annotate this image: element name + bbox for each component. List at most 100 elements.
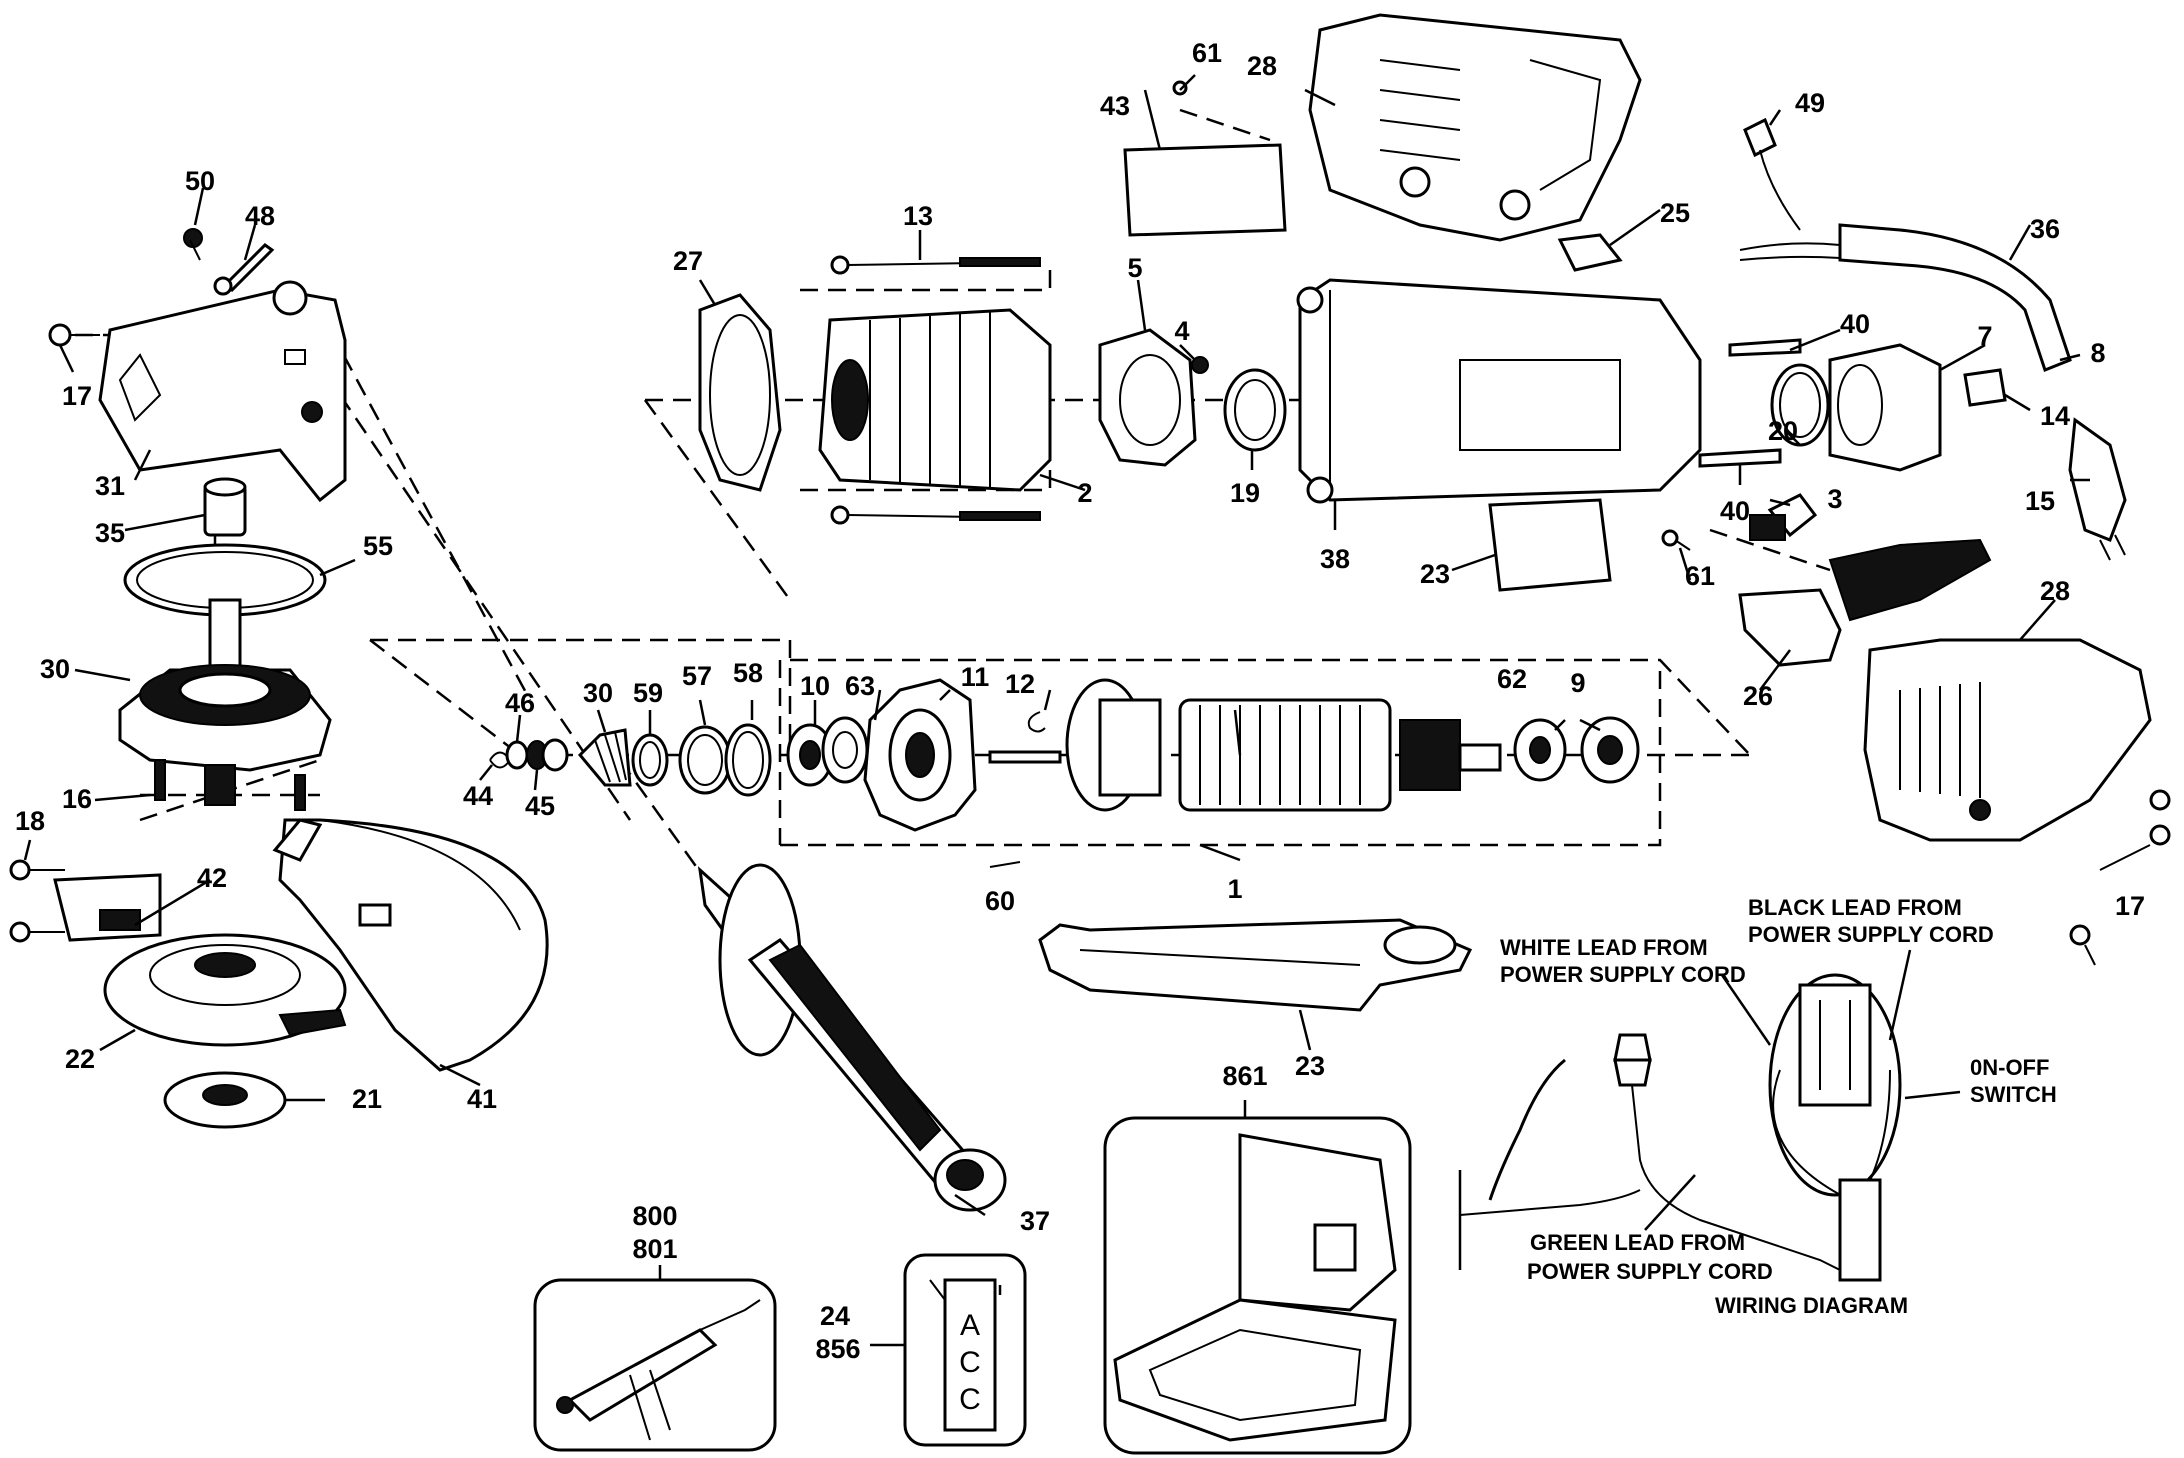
- screw-50: [183, 228, 203, 261]
- tag-letter-c1: C: [959, 1346, 981, 1379]
- handle-half-28-top: [1308, 13, 1642, 242]
- label-856: 856: [815, 1334, 860, 1364]
- label-63: 63: [845, 671, 875, 701]
- kit-box-861: [1103, 1116, 1412, 1455]
- washer-59: [631, 733, 669, 787]
- label-57: 57: [682, 661, 712, 691]
- label-23-wrench: 23: [1295, 1051, 1325, 1081]
- bearing-57: [678, 725, 732, 795]
- label-5: 5: [1127, 253, 1142, 283]
- green-lead-line2: POWER SUPPLY CORD: [1527, 1259, 1773, 1284]
- screw-16: [154, 759, 306, 811]
- label-15: 15: [2025, 486, 2055, 516]
- tag-letter-c2: C: [959, 1383, 981, 1416]
- label-40-top: 40: [1840, 309, 1870, 339]
- label-61-top: 61: [1192, 38, 1222, 68]
- clamp-42: [53, 873, 162, 942]
- tag-letter-a: A: [960, 1309, 980, 1342]
- label-50: 50: [185, 166, 215, 196]
- spindle-gear-30: [118, 598, 332, 806]
- pinion-30: [577, 728, 632, 787]
- retaining-ring-12: [1027, 711, 1046, 733]
- label-61-right: 61: [1685, 561, 1715, 591]
- label-20: 20: [1768, 416, 1798, 446]
- label-12: 12: [1005, 669, 1035, 699]
- label-43: 43: [1100, 91, 1130, 121]
- field-2: [818, 308, 1052, 492]
- bearing-19: [1223, 368, 1287, 452]
- label-31: 31: [95, 471, 125, 501]
- label-42: 42: [197, 863, 227, 893]
- label-17-left: 17: [62, 381, 92, 411]
- bearing-9: [1580, 716, 1640, 784]
- label-10: 10: [800, 671, 830, 701]
- label-49: 49: [1795, 88, 1825, 118]
- acc-tag-text: A C C: [959, 1309, 981, 1416]
- brush-3: [1749, 493, 1818, 541]
- brush-holder-5: [1098, 328, 1197, 467]
- label-35: 35: [95, 518, 125, 548]
- armature-1: [988, 678, 1502, 812]
- label-861: 861: [1222, 1061, 1267, 1091]
- label-3: 3: [1827, 484, 1842, 514]
- label-26: 26: [1743, 681, 1773, 711]
- gasket-55: [123, 543, 327, 617]
- lead-wires-40: [1698, 338, 1802, 468]
- label-30-left: 30: [40, 654, 70, 684]
- screws-17-right: [2069, 789, 2171, 966]
- screw-61-right: [1661, 529, 1691, 551]
- leader-lines: [23, 74, 2090, 1347]
- brush-holder-assembly-7: [1828, 343, 1942, 472]
- nameplate-43: [1123, 80, 1287, 237]
- label-55: 55: [363, 531, 393, 561]
- bearing-35: [203, 477, 247, 537]
- grease-gun-box: [533, 1278, 777, 1452]
- switch-line1: 0N-OFF: [1970, 1055, 2049, 1080]
- label-19: 19: [1230, 478, 1260, 508]
- baffle-27: [698, 293, 782, 492]
- green-lead-line1: GREEN LEAD FROM: [1530, 1230, 1745, 1255]
- label-1: 1: [1227, 874, 1242, 904]
- wiring-diagram-title: WIRING DIAGRAM: [1715, 1293, 1908, 1318]
- label-23-plate: 23: [1420, 559, 1450, 589]
- handle-half-28-bottom: [1863, 638, 2152, 842]
- motor-housing-38: [1296, 278, 1702, 504]
- bearing-retainer-63: [821, 716, 869, 784]
- label-37: 37: [1020, 1206, 1050, 1236]
- black-lead-line1: BLACK LEAD FROM: [1748, 895, 1962, 920]
- label-46: 46: [505, 688, 535, 718]
- label-4: 4: [1174, 316, 1189, 346]
- wiring-diagram: [1458, 949, 1961, 1282]
- label-62: 62: [1497, 664, 1527, 694]
- label-30-pinion: 30: [583, 678, 613, 708]
- label-48: 48: [245, 201, 275, 231]
- cord-36: [1739, 223, 2072, 372]
- label-18: 18: [15, 806, 45, 836]
- plug-15: [2068, 417, 2127, 561]
- label-21: 21: [352, 1084, 382, 1114]
- label-13: 13: [903, 201, 933, 231]
- clamp-nut-21: [163, 1071, 287, 1129]
- label-40-bottom: 40: [1720, 496, 1750, 526]
- part-labels: 50 48 17 31 35 55 30 16 18 42 22 21 41 4…: [15, 38, 2145, 1364]
- strain-relief-49: [1743, 117, 1801, 231]
- label-24: 24: [820, 1301, 850, 1331]
- switch-lever-26: [1738, 538, 1992, 667]
- label-38: 38: [1320, 544, 1350, 574]
- label-2: 2: [1077, 478, 1092, 508]
- label-22: 22: [65, 1044, 95, 1074]
- wiring-notes: BLACK LEAD FROM POWER SUPPLY CORD WHITE …: [1500, 895, 2057, 1318]
- label-27: 27: [673, 246, 703, 276]
- ring-58: [724, 723, 772, 797]
- label-36: 36: [2030, 214, 2060, 244]
- label-41: 41: [467, 1084, 497, 1114]
- through-bolts-13: [830, 255, 1041, 525]
- white-lead-line1: WHITE LEAD FROM: [1500, 935, 1708, 960]
- screw-18: [9, 859, 65, 943]
- label-7: 7: [1977, 321, 1992, 351]
- label-59: 59: [633, 678, 663, 708]
- pin-60: [989, 861, 1021, 868]
- spanner-wrench-23: [1038, 918, 1473, 1012]
- label-60: 60: [985, 886, 1015, 916]
- nameplate-23: [1488, 498, 1612, 592]
